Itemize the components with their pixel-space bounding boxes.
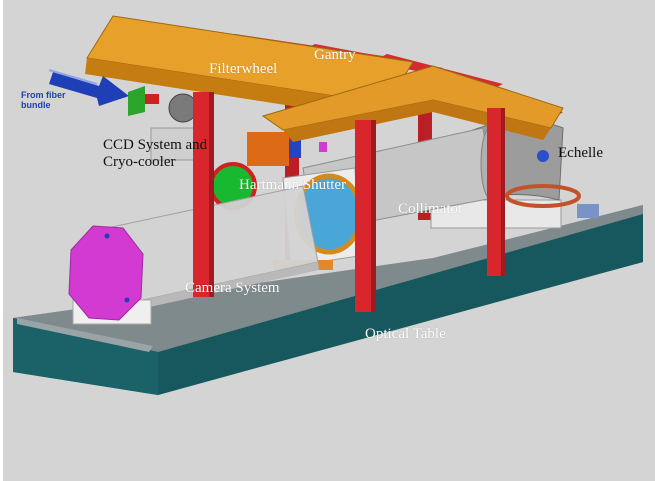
label-hartmann-shutter: Hartmann Shutter — [239, 177, 347, 193]
label-collimator: Collimator — [398, 201, 463, 217]
label-from-fiber-line2: bundle — [21, 100, 51, 110]
label-camera-system: Camera System — [185, 280, 280, 296]
optical-table — [13, 205, 643, 395]
label-from-fiber-bundle: From fiber bundle — [21, 90, 66, 110]
gantry-columns-front — [193, 92, 505, 312]
label-gantry: Gantry — [314, 47, 356, 63]
label-ccd-line1: CCD System and — [103, 137, 208, 153]
label-from-fiber-line1: From fiber — [21, 90, 66, 100]
label-echelle: Echelle — [558, 145, 603, 161]
spectrograph-illustration — [13, 15, 643, 395]
gantry-frame — [85, 15, 564, 142]
label-ccd-line2: Cryo-cooler — [103, 154, 176, 170]
label-ccd-system: CCD System and Cryo-cooler — [103, 137, 207, 171]
label-filterwheel: Filterwheel — [209, 61, 278, 77]
label-optical-table: Optical Table — [365, 326, 446, 342]
fiber-input-arrow — [48, 69, 129, 106]
